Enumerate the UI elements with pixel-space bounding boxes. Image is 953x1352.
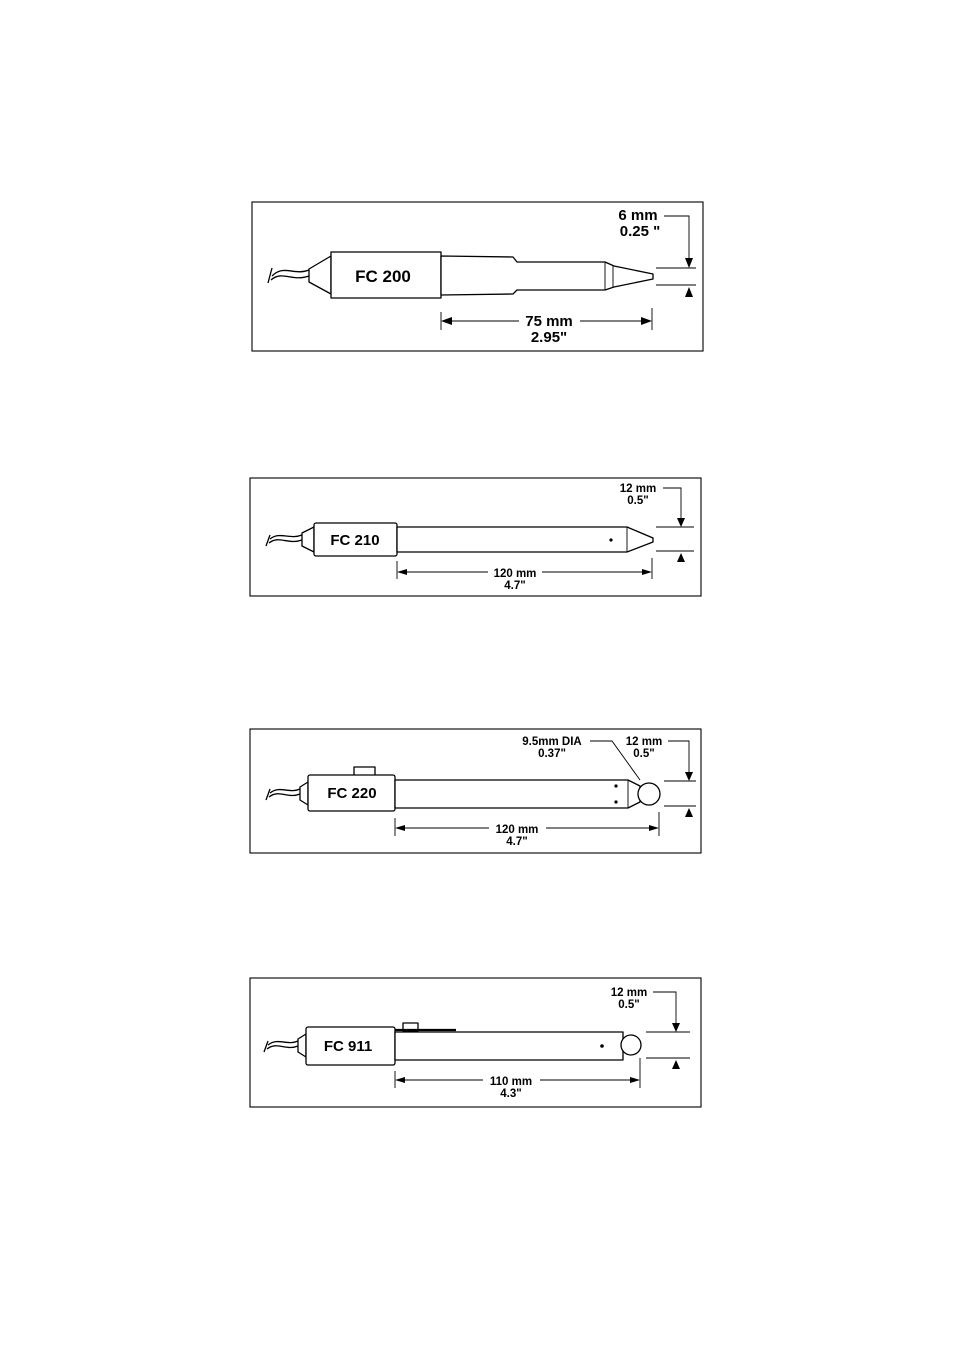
probe-panel-fc220: FC 220 120 mm 4.7" 9.5mm DIA 0.37" 12 mm…	[250, 729, 701, 853]
length-mm: 120 mm	[496, 824, 539, 836]
tip-arrow-up	[677, 553, 685, 562]
model-label: FC 210	[330, 532, 379, 549]
model-label: FC 200	[355, 267, 411, 286]
probe-ball-tip	[621, 1035, 641, 1055]
tip-arrow-up	[685, 808, 693, 817]
arrowhead-right	[641, 317, 652, 325]
tip-in: 0.5"	[618, 999, 639, 1011]
probe-panel-fc210: FC 210 120 mm 4.7" 12 mm 0.5"	[250, 478, 701, 596]
length-in: 4.7"	[504, 580, 525, 592]
model-label: FC 220	[327, 785, 376, 802]
probe-panel-fc200: FC 200 75 mm 2.95" 6 mm 0.25 "	[252, 202, 703, 351]
tip-arrow-down	[685, 258, 693, 268]
length-mm: 75 mm	[525, 313, 573, 330]
arrowhead-right	[642, 569, 652, 575]
cable-strand	[270, 789, 300, 793]
probe-shaft	[395, 1032, 623, 1060]
arrowhead-left	[397, 569, 407, 575]
shaft-dot-top	[614, 784, 617, 787]
shaft-dot	[609, 538, 612, 541]
probe-shaft	[397, 527, 653, 552]
arrowhead-left	[441, 317, 452, 325]
tip-arrow-down	[677, 518, 685, 527]
arrowhead-left	[395, 1077, 405, 1083]
tip-mm: 12 mm	[611, 987, 647, 999]
tip-leader	[653, 992, 676, 1025]
tip-arrow-down	[685, 772, 693, 781]
shaft-dot-bottom	[614, 800, 617, 803]
tip-mm: 12 mm	[626, 736, 662, 748]
probe-shaft	[395, 780, 640, 808]
tip-in: 0.5"	[627, 495, 648, 507]
length-in: 4.7"	[506, 836, 527, 848]
tip-mm: 6 mm	[618, 207, 657, 224]
probe-shaft	[441, 256, 653, 295]
diameter-in: 0.37"	[538, 748, 566, 760]
length-in: 2.95"	[531, 329, 567, 346]
model-label: FC 911	[324, 1038, 372, 1055]
tip-leader	[663, 488, 681, 520]
tip-in: 0.5"	[633, 748, 654, 760]
length-mm: 110 mm	[490, 1076, 532, 1088]
tip-leader	[664, 216, 689, 262]
cable-strand	[270, 535, 302, 539]
probe-cone	[302, 527, 314, 552]
probe-cone	[309, 256, 331, 294]
cable-strand	[272, 270, 309, 276]
shaft-dot	[600, 1044, 604, 1048]
tip-in: 0.25 "	[620, 223, 660, 240]
tip-leader	[668, 741, 689, 774]
tip-arrow-down	[672, 1023, 680, 1032]
probe-cone	[300, 782, 308, 805]
probe-cone	[298, 1034, 306, 1057]
length-mm: 120 mm	[494, 568, 537, 580]
tip-mm: 12 mm	[620, 483, 656, 495]
diameter-mm: 9.5mm DIA	[522, 736, 581, 748]
arrowhead-right	[630, 1077, 640, 1083]
length-in: 4.3"	[500, 1088, 521, 1100]
cable-strand	[268, 1041, 298, 1045]
arrowhead-left	[395, 825, 405, 831]
probe-panel-fc911: FC 911 110 mm 4.3" 12 mm 0.5"	[250, 978, 701, 1107]
tip-arrow-up	[685, 287, 693, 297]
probe-ball-tip	[638, 783, 660, 805]
tip-arrow-up	[672, 1060, 680, 1069]
arrowhead-right	[649, 825, 659, 831]
